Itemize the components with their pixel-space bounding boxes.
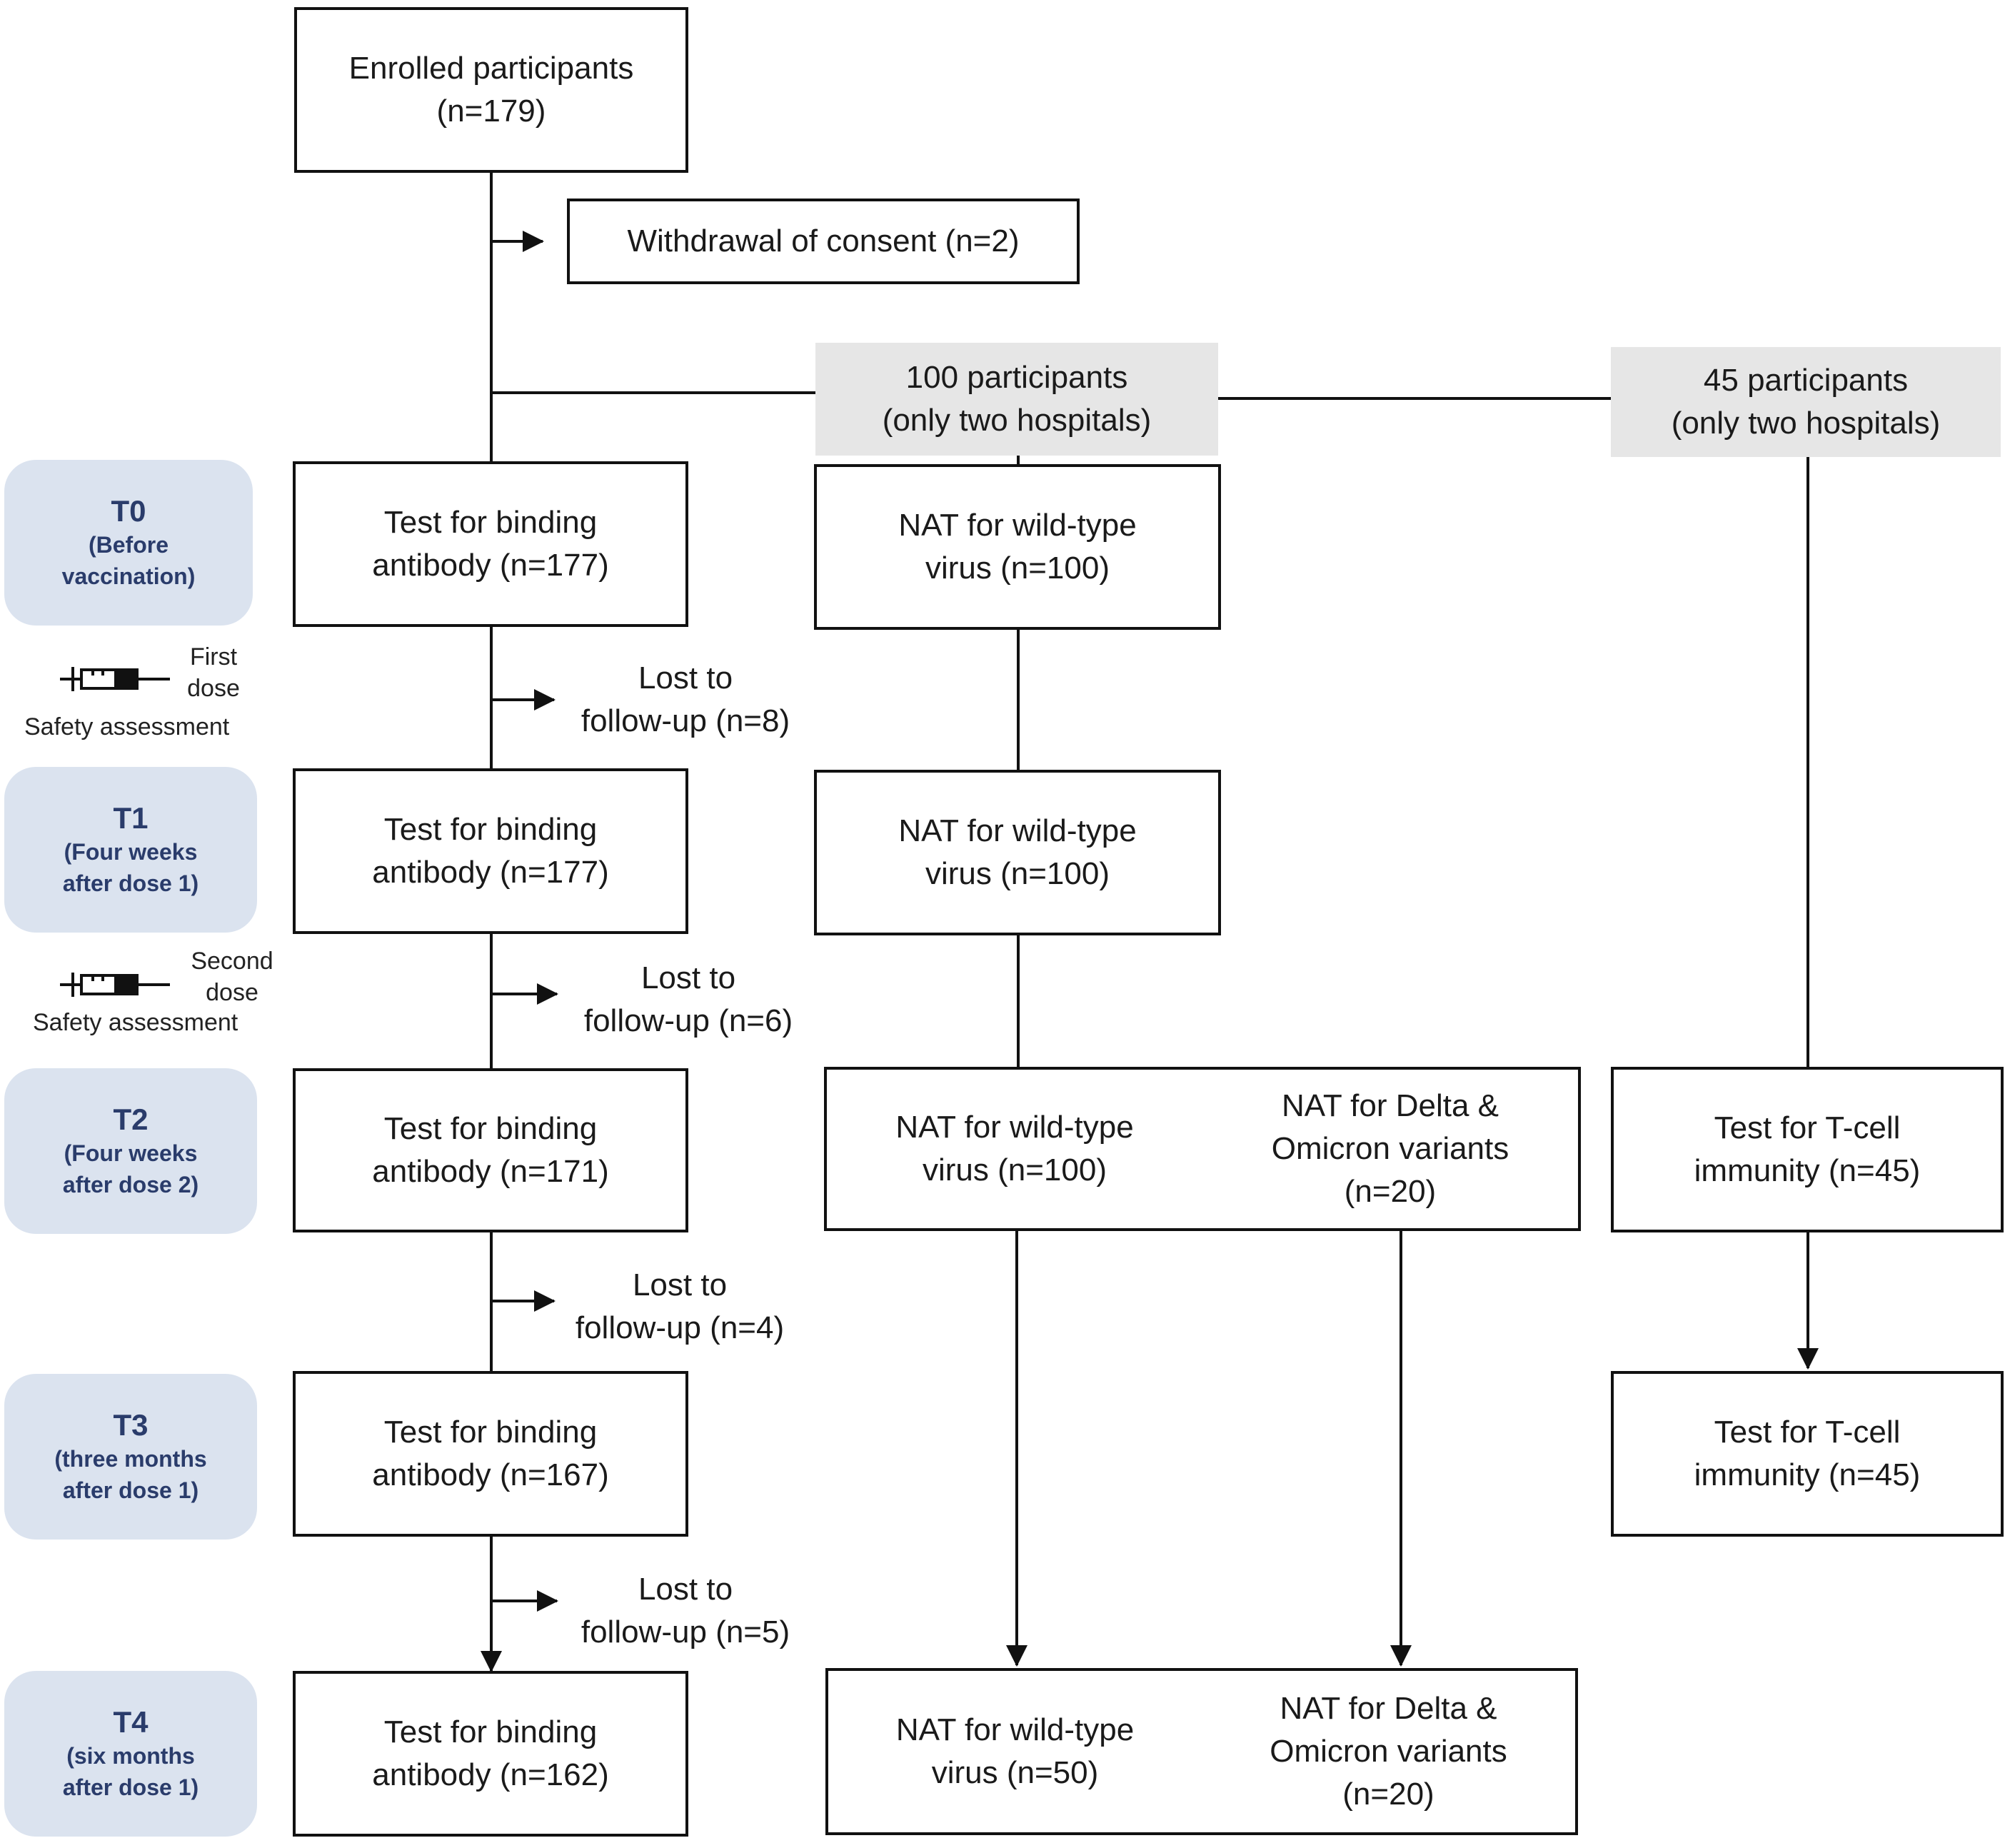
binding-line1: Test for binding (383, 1415, 598, 1450)
timepoint-sub1: (six months (66, 1743, 195, 1769)
timepoint-sub2: after dose 2) (62, 1172, 199, 1197)
nat-variant-line2: Omicron variants (1270, 1734, 1507, 1769)
timepoint-sub1: (Before (88, 532, 169, 558)
nat-subgroup-line2: (only two hospitals) (882, 403, 1152, 438)
nat-wild-type-cell-t4: NAT for wild-type virus (n=50) (828, 1671, 1202, 1832)
tcell-box-t2: Test for T-cell immunity (n=45) (1611, 1067, 2004, 1232)
binding-line1: Test for binding (383, 1111, 598, 1146)
syringe-icon (60, 973, 170, 997)
nat-wild-type-cell-t2: NAT for wild-type virus (n=100) (827, 1070, 1202, 1228)
nat-variant-line3: (n=20) (1342, 1777, 1434, 1812)
nat-combined-box-t2: NAT for wild-type virus (n=100) NAT for … (824, 1067, 1581, 1231)
nat-variant-cell-t4: NAT for Delta & Omicron variants (n=20) (1202, 1671, 1575, 1832)
dose-line2: dose (187, 675, 240, 702)
tcell-subgroup-line1: 45 participants (1703, 363, 1909, 398)
binding-antibody-box-t2: Test for binding antibody (n=171) (293, 1068, 688, 1232)
withdrawal-label: Withdrawal of consent (n=2) (627, 224, 1020, 258)
nat-variant-line3: (n=20) (1344, 1174, 1437, 1209)
nat-subgroup-line1: 100 participants (905, 360, 1128, 395)
lost-line1: Lost to (638, 1572, 733, 1607)
binding-line1: Test for binding (383, 1714, 598, 1749)
timepoint-t2: T2 (Four weeks after dose 2) (4, 1068, 257, 1234)
timepoint-code: T0 (111, 494, 146, 528)
nat-variant-line1: NAT for Delta & (1280, 1691, 1497, 1726)
lost-to-followup-4: Lost to follow-up (n=5) (557, 1568, 814, 1654)
timepoint-sub1: (Four weeks (64, 839, 198, 865)
nat-variant-line2: Omicron variants (1271, 1131, 1509, 1166)
withdrawal-box: Withdrawal of consent (n=2) (567, 199, 1080, 284)
timepoint-sub2: after dose 1) (62, 1774, 199, 1800)
dose-line1: Second (191, 948, 273, 975)
timepoint-t3: T3 (three months after dose 1) (4, 1374, 257, 1540)
tcell-subgroup-box: 45 participants (only two hospitals) (1611, 347, 2001, 457)
lost-line2: follow-up (n=4) (575, 1310, 785, 1345)
timepoint-t0: T0 (Before vaccination) (4, 460, 253, 626)
timepoint-code: T3 (113, 1408, 149, 1442)
dose-line2: dose (206, 979, 258, 1006)
enrolled-box: Enrolled participants (n=179) (294, 7, 688, 173)
binding-line1: Test for binding (383, 812, 598, 847)
binding-antibody-box-t0: Test for binding antibody (n=177) (293, 461, 688, 627)
lost-to-followup-3: Lost to follow-up (n=4) (551, 1264, 808, 1350)
tcell-line1: Test for T-cell (1714, 1110, 1901, 1145)
lost-to-followup-1: Lost to follow-up (n=8) (557, 657, 814, 743)
nat-wild-line2: virus (n=100) (922, 1153, 1107, 1187)
nat-combined-box-t4: NAT for wild-type virus (n=50) NAT for D… (825, 1668, 1578, 1835)
timepoint-sub1: (three months (54, 1446, 207, 1472)
lost-to-followup-2: Lost to follow-up (n=6) (560, 957, 817, 1043)
safety-assessment-2: Safety assessment (33, 1009, 238, 1036)
tcell-line1: Test for T-cell (1714, 1415, 1901, 1450)
nat-wild-type-box-t1: NAT for wild-type virus (n=100) (814, 770, 1221, 935)
nat-wild-line1: NAT for wild-type (895, 1712, 1135, 1747)
enrolled-count: (n=179) (436, 94, 546, 129)
tcell-subgroup-line2: (only two hospitals) (1671, 406, 1941, 441)
nat-variant-line1: NAT for Delta & (1281, 1088, 1499, 1123)
nat-wild-line1: NAT for wild-type (895, 1110, 1134, 1145)
timepoint-code: T2 (113, 1103, 149, 1136)
binding-antibody-box-t4: Test for binding antibody (n=162) (293, 1671, 688, 1837)
nat-variant-cell-t2: NAT for Delta & Omicron variants (n=20) (1202, 1070, 1578, 1228)
lost-line2: follow-up (n=6) (583, 1003, 793, 1038)
safety-assessment-1: Safety assessment (24, 713, 230, 740)
timepoint-sub2: vaccination) (61, 563, 196, 589)
tcell-line2: immunity (n=45) (1694, 1457, 1921, 1492)
binding-antibody-box-t3: Test for binding antibody (n=167) (293, 1371, 688, 1537)
binding-line2: antibody (n=167) (372, 1457, 609, 1492)
timepoint-code: T4 (113, 1705, 149, 1739)
tcell-line2: immunity (n=45) (1694, 1153, 1921, 1188)
nat-subgroup-box: 100 participants (only two hospitals) (815, 343, 1218, 456)
lost-line1: Lost to (640, 960, 736, 995)
binding-line2: antibody (n=171) (372, 1154, 609, 1189)
nat-wild-line1: NAT for wild-type (898, 813, 1137, 848)
dose-line1: First (189, 643, 238, 671)
timepoint-t1: T1 (Four weeks after dose 1) (4, 767, 257, 933)
first-dose-label: First dose (174, 641, 253, 704)
timepoint-sub2: after dose 1) (62, 1477, 199, 1503)
binding-line2: antibody (n=162) (372, 1757, 609, 1792)
nat-wild-type-box-t0: NAT for wild-type virus (n=100) (814, 464, 1221, 630)
nat-wild-line1: NAT for wild-type (898, 508, 1137, 543)
timepoint-code: T1 (113, 801, 149, 835)
timepoint-sub2: after dose 1) (62, 870, 199, 896)
binding-antibody-box-t1: Test for binding antibody (n=177) (293, 768, 688, 934)
nat-wild-line2: virus (n=100) (925, 551, 1110, 586)
nat-wild-line2: virus (n=50) (931, 1755, 1099, 1790)
tcell-box-t3: Test for T-cell immunity (n=45) (1611, 1371, 2004, 1537)
binding-line1: Test for binding (383, 505, 598, 540)
lost-line1: Lost to (632, 1267, 728, 1302)
enrolled-label: Enrolled participants (348, 51, 634, 86)
syringe-icon (60, 667, 170, 691)
lost-line2: follow-up (n=5) (581, 1615, 790, 1649)
second-dose-label: Second dose (179, 945, 286, 1008)
timepoint-t4: T4 (six months after dose 1) (4, 1671, 257, 1837)
binding-line2: antibody (n=177) (372, 855, 609, 890)
lost-line1: Lost to (638, 661, 733, 695)
timepoint-sub1: (Four weeks (64, 1140, 198, 1166)
lost-line2: follow-up (n=8) (581, 703, 790, 738)
nat-wild-line2: virus (n=100) (925, 856, 1110, 891)
binding-line2: antibody (n=177) (372, 548, 609, 583)
